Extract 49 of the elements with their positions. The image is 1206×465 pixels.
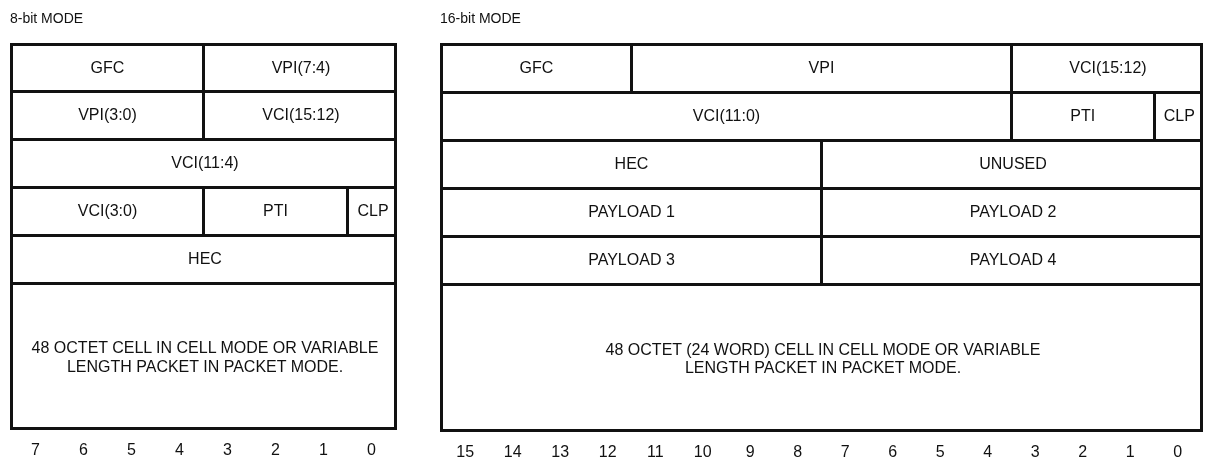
field-cell: VCI(11:0) bbox=[443, 94, 1013, 142]
field-cell: PAYLOAD 2 bbox=[823, 190, 1203, 238]
bit-number: 13 bbox=[550, 443, 571, 461]
bit-number: 2 bbox=[270, 441, 281, 459]
field-cell: VCI(15:12) bbox=[205, 93, 397, 141]
field-cell: PTI bbox=[1013, 94, 1156, 142]
frame-heading: 16-bit MODE bbox=[440, 10, 521, 26]
bit-number: 0 bbox=[366, 441, 377, 459]
field-cell: PTI bbox=[205, 189, 349, 237]
field-cell: VCI(3:0) bbox=[13, 189, 205, 237]
bit-number: 6 bbox=[887, 443, 899, 461]
bit-number: 7 bbox=[839, 443, 851, 461]
field-cell: HEC bbox=[443, 142, 823, 190]
field-cell: PAYLOAD 1 bbox=[443, 190, 823, 238]
field-cell: VPI(7:4) bbox=[205, 46, 397, 93]
bit-number: 2 bbox=[1077, 443, 1089, 461]
bit-number: 7 bbox=[30, 441, 41, 459]
field-cell: HEC bbox=[13, 237, 397, 285]
field-cell: PAYLOAD 3 bbox=[443, 238, 823, 286]
bit-number: 1 bbox=[1124, 443, 1136, 461]
bit-number: 6 bbox=[78, 441, 89, 459]
field-cell: PAYLOAD 4 bbox=[823, 238, 1203, 286]
bit-number: 0 bbox=[1172, 443, 1184, 461]
bit-number: 5 bbox=[934, 443, 946, 461]
bit-number: 10 bbox=[692, 443, 713, 461]
field-cell: GFC bbox=[443, 46, 633, 94]
field-cell: 48 OCTET (24 WORD) CELL IN CELL MODE OR VARIABLE LENGTH PACKET IN PACKET MODE. bbox=[443, 286, 1203, 432]
bit-number: 8 bbox=[792, 443, 804, 461]
bit-number: 4 bbox=[982, 443, 994, 461]
bit-number: 11 bbox=[645, 443, 665, 461]
bit-number: 3 bbox=[1029, 443, 1041, 461]
frame-heading: 8-bit MODE bbox=[10, 10, 84, 26]
field-cell: VPI bbox=[633, 46, 1013, 94]
field-cell: VPI(3:0) bbox=[13, 93, 205, 141]
bit-number: 15 bbox=[455, 443, 476, 461]
bit-number: 1 bbox=[318, 441, 329, 459]
field-cell: CLP bbox=[349, 189, 397, 237]
bit-number: 3 bbox=[222, 441, 233, 459]
bit-number: 9 bbox=[744, 443, 756, 461]
field-cell: CLP bbox=[1155, 94, 1203, 142]
bit-number: 14 bbox=[502, 443, 523, 461]
bit-number: 12 bbox=[597, 443, 618, 461]
bit-number: 5 bbox=[126, 441, 137, 459]
field-cell: 48 OCTET CELL IN CELL MODE OR VARIABLE LENGTH PACKET IN PACKET MODE. bbox=[13, 285, 397, 430]
field-cell: VCI(11:4) bbox=[13, 141, 397, 189]
field-cell: VCI(15:12) bbox=[1013, 46, 1203, 94]
field-cell: UNUSED bbox=[823, 142, 1203, 190]
field-cell: GFC bbox=[13, 46, 205, 93]
bit-number: 4 bbox=[174, 441, 185, 459]
